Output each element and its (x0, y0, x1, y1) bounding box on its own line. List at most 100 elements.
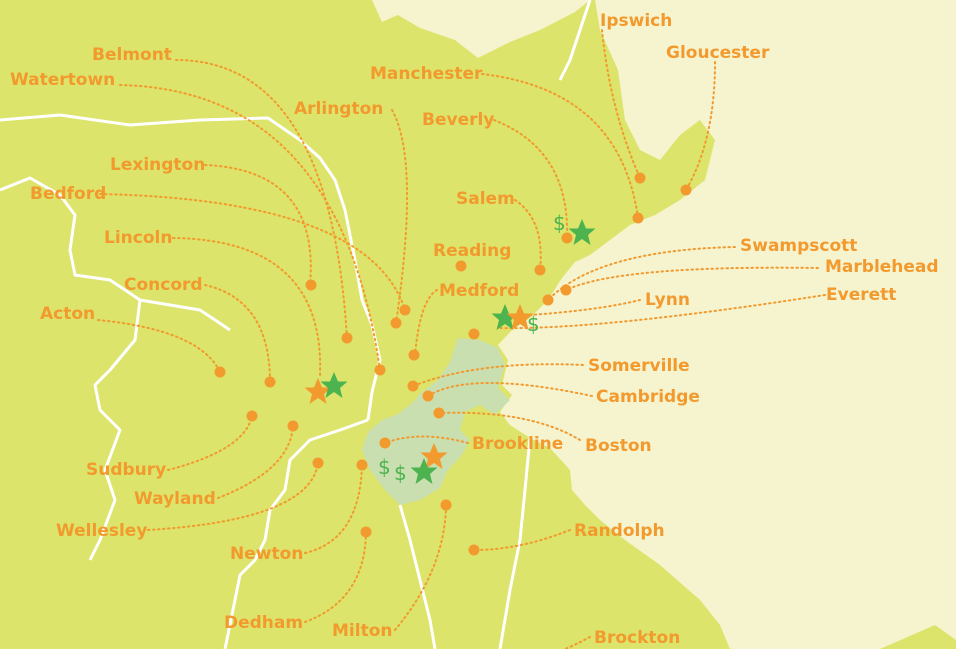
town-label-lynn: Lynn (645, 290, 690, 310)
orange-star-icon (506, 304, 534, 330)
leader-cambridge (427, 382, 593, 397)
town-dot (246, 410, 258, 422)
town-dot (560, 284, 572, 296)
town-label-marblehead: Marblehead (825, 257, 939, 277)
town-label-manchester: Manchester (370, 64, 483, 84)
town-dot (390, 317, 402, 329)
leader-wellesley (147, 462, 319, 531)
boundary-cape-ann (558, 0, 592, 81)
leader-swampscott (549, 246, 736, 299)
leader-everett (499, 294, 826, 330)
leader-somerville (412, 363, 584, 387)
urban-area (362, 338, 510, 505)
leader-wayland (217, 425, 294, 499)
town-label-milton: Milton (332, 621, 392, 641)
town-dot (312, 457, 324, 469)
boundary-east (498, 437, 532, 649)
town-label-sudbury: Sudbury (86, 460, 166, 480)
town-label-somerville: Somerville (588, 356, 690, 376)
dollar-icon: $ (527, 312, 540, 336)
town-dot (264, 376, 276, 388)
leader-bedford (99, 193, 406, 311)
town-label-brockton: Brockton (594, 628, 680, 648)
town-label-wayland: Wayland (134, 489, 216, 509)
town-dot (632, 212, 644, 224)
town-dot (534, 264, 546, 276)
town-label-dedham: Dedham (224, 613, 303, 633)
town-dot (214, 366, 226, 378)
town-label-beverly: Beverly (422, 110, 494, 130)
leader-newton (304, 464, 363, 554)
town-label-medford: Medford (439, 281, 519, 301)
town-label-lincoln: Lincoln (104, 228, 172, 248)
leader-sudbury (167, 415, 253, 471)
leader-milton (394, 504, 447, 631)
town-dot (399, 304, 411, 316)
town-dot (634, 172, 646, 184)
orange-star-icon (304, 378, 332, 404)
town-dot (360, 526, 372, 538)
town-labels: Ipswich Gloucester Belmont Watertown Man… (10, 11, 939, 648)
green-star-icon (320, 372, 348, 398)
town-boundaries (0, 0, 592, 649)
town-dot (341, 332, 353, 344)
town-dot (433, 407, 445, 419)
town-dot (680, 184, 692, 196)
leader-lincoln (172, 237, 322, 376)
leader-ipswich (601, 29, 641, 179)
orange-star-icon (420, 443, 448, 469)
leader-lines (97, 29, 826, 649)
town-label-newton: Newton (230, 544, 303, 564)
town-dot (468, 328, 480, 340)
town-dot (561, 232, 573, 244)
town-label-bedford: Bedford (30, 184, 106, 204)
boundary-southwest (139, 298, 231, 332)
leader-dedham (304, 531, 367, 623)
boundary-north (0, 113, 347, 211)
leader-watertown (119, 84, 381, 371)
leader-concord (204, 284, 271, 383)
town-dots (214, 172, 692, 556)
leader-belmont (175, 59, 348, 339)
town-label-reading: Reading (433, 241, 511, 261)
town-label-salem: Salem (456, 189, 515, 209)
green-star-icon (568, 219, 596, 245)
dollar-icon: $ (553, 211, 566, 235)
boundary-south (398, 504, 437, 649)
boundary-newton (223, 418, 369, 649)
town-label-randolph: Randolph (574, 521, 665, 541)
town-dot (542, 294, 554, 306)
star-markers (304, 219, 596, 484)
town-dot (374, 364, 386, 376)
leader-marblehead (565, 266, 819, 291)
dollar-markers: $ $ $ $ (378, 211, 566, 485)
town-label-concord: Concord (124, 275, 203, 295)
town-label-cambridge: Cambridge (596, 387, 700, 407)
leader-randolph (473, 529, 571, 551)
dollar-icon: $ (394, 461, 407, 485)
green-star-icon (491, 304, 519, 330)
town-dot (422, 390, 434, 402)
town-label-belmont: Belmont (92, 45, 172, 65)
town-label-gloucester: Gloucester (666, 43, 770, 63)
town-dot (455, 260, 467, 272)
town-dot (287, 420, 299, 432)
town-label-watertown: Watertown (10, 70, 115, 90)
town-label-acton: Acton (40, 304, 95, 324)
land-south-shore (880, 625, 956, 649)
town-dot (408, 349, 420, 361)
town-dot (356, 459, 368, 471)
town-dot (379, 437, 391, 449)
leader-salem (514, 199, 542, 271)
leader-manchester (481, 73, 639, 219)
leader-arlington (391, 109, 409, 324)
dollar-icon: $ (378, 455, 391, 479)
leader-medford (414, 289, 438, 356)
leader-brookline (384, 435, 469, 444)
leader-acton (97, 319, 221, 373)
town-label-arlington: Arlington (294, 99, 383, 119)
town-label-brookline: Brookline (472, 434, 563, 454)
town-dot (407, 380, 419, 392)
leader-beverly (493, 119, 569, 239)
